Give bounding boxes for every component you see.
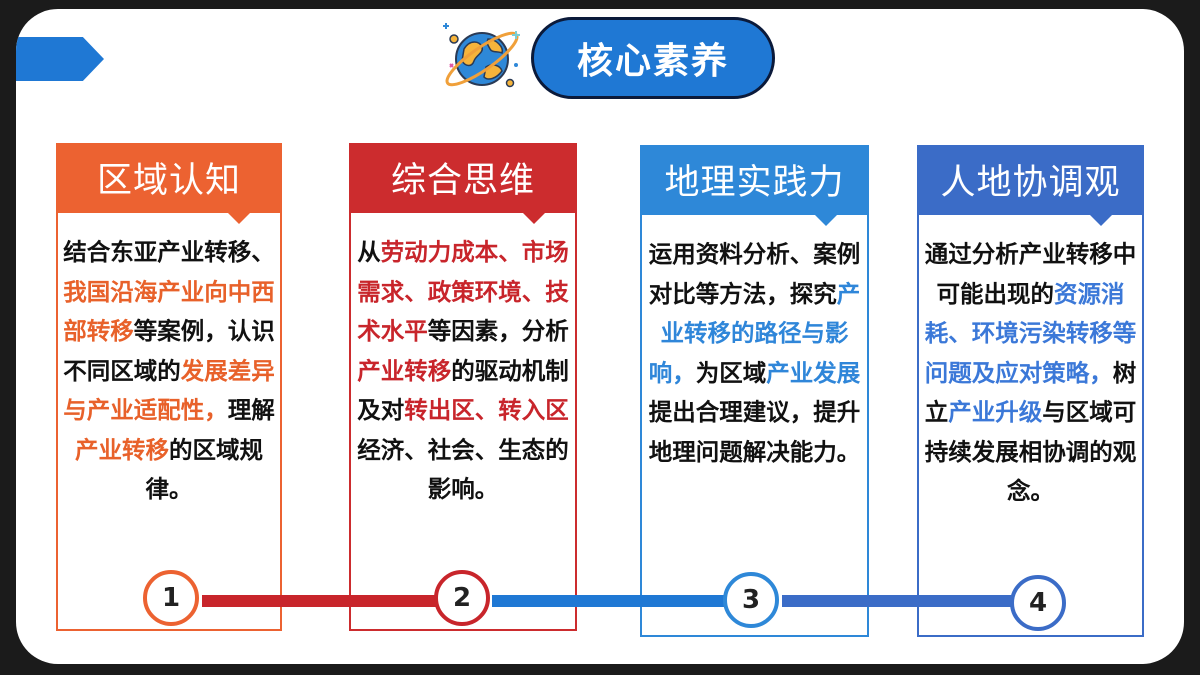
- slide: 核心素养 区域认知 结合东亚产业转移、我国沿海产业向中西部转移等案例，认识不同区…: [16, 9, 1184, 664]
- body-text: 的驱动机制及对: [357, 356, 569, 425]
- body-highlight: 我国沿海产业向中西部转移: [63, 277, 275, 346]
- body-highlight: 产业转移: [357, 356, 452, 385]
- card-heading: 综合思维: [349, 143, 577, 211]
- heading-notch: [226, 211, 252, 224]
- step-number-2: 2: [434, 570, 490, 626]
- timeline-connector: [782, 595, 1034, 607]
- step-number-1: 1: [143, 570, 199, 626]
- heading-notch: [813, 213, 839, 226]
- body-highlight: 产业转移的路径与影响，: [648, 279, 861, 387]
- heading-notch: [1088, 213, 1114, 226]
- body-highlight: 产业发展: [766, 358, 861, 387]
- card-heading: 人地协调观: [917, 145, 1144, 213]
- body-highlight: 产业升级: [948, 398, 1043, 426]
- card-heading: 区域认知: [56, 143, 282, 211]
- globe-icon: [443, 23, 520, 88]
- body-text: 经济、社会、生态的影响。: [357, 435, 569, 504]
- body-text: 提出合理建议，提升地理问题解决能力。: [648, 398, 861, 466]
- card-box: [640, 213, 869, 637]
- page-title: 核心素养: [531, 17, 775, 99]
- card-body: 从劳动力成本、市场需求、政策环境、技术水平等因素，分析产业转移的驱动机制及对转出…: [349, 223, 577, 510]
- card-body: 通过分析产业转移中可能出现的资源消耗、环境污染转移等问题及应对策略，树立产业升级…: [917, 225, 1144, 512]
- timeline-connector: [202, 595, 452, 607]
- body-text: 理解: [227, 396, 275, 424]
- body-text: 从: [357, 238, 381, 266]
- card-box: [917, 213, 1144, 637]
- body-text: 的区域规律。: [145, 435, 264, 504]
- body-highlight: 发展差异与产业适配性，: [63, 356, 275, 425]
- body-highlight: 产业转移: [75, 435, 169, 464]
- card-body: 运用资料分析、案例对比等方法，探究产业转移的路径与影响，为区域产业发展提出合理建…: [640, 225, 869, 472]
- arrow-icon: [16, 37, 104, 81]
- card-box: [56, 211, 282, 631]
- card-box: [349, 211, 577, 631]
- body-highlight: 劳动力成本、市场需求、政策环境、技术水平: [357, 238, 569, 345]
- body-text: 运用资料分析、案例对比等方法，探究: [648, 240, 861, 308]
- step-number-3: 3: [723, 572, 779, 628]
- body-text: 结合东亚产业转移、: [63, 238, 275, 266]
- body-highlight: 转出区、转入区: [404, 396, 569, 424]
- timeline-connector: [492, 595, 742, 607]
- body-text: 通过分析产业转移中可能出现的: [924, 240, 1137, 308]
- body-text: 等因素，分析: [427, 317, 569, 345]
- body-text: 为区域: [695, 358, 767, 387]
- body-highlight: 资源消耗、环境污染转移等问题及应对策略，: [924, 279, 1137, 387]
- body-text: 与区域可持续发展相协调的观念。: [924, 398, 1137, 505]
- heading-notch: [521, 211, 547, 224]
- body-text: 等案例，认识不同区域的: [63, 317, 275, 385]
- body-text: 树立: [924, 358, 1137, 427]
- step-number-4: 4: [1010, 575, 1066, 631]
- card-heading: 地理实践力: [640, 145, 869, 213]
- card-body: 结合东亚产业转移、我国沿海产业向中西部转移等案例，认识不同区域的发展差异与产业适…: [56, 223, 282, 510]
